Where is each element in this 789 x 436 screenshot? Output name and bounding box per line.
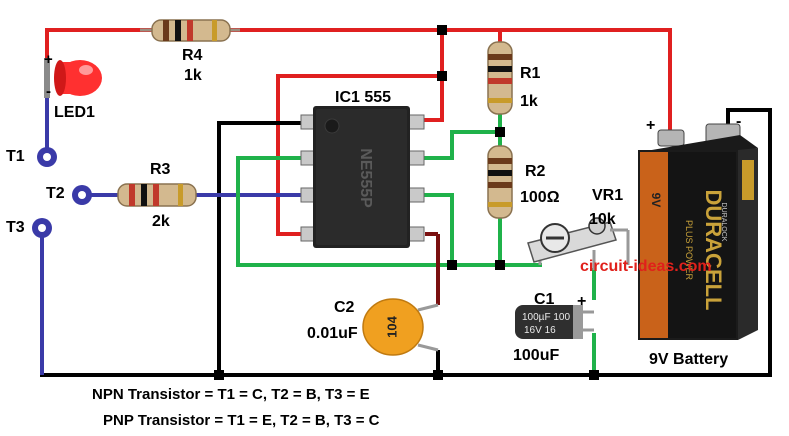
- led-plus-sign: +: [44, 51, 53, 68]
- ic-marking: NE555P: [357, 148, 374, 208]
- led-minus-sign: -: [46, 83, 51, 100]
- junction-dot: [495, 127, 505, 137]
- c1-label: C1: [534, 291, 555, 308]
- battery-plus-sign: +: [646, 117, 656, 134]
- led1: [44, 58, 102, 98]
- r1-label: R1: [520, 65, 541, 82]
- vr1-label: VR1: [592, 187, 624, 204]
- c2-value: 0.01uF: [307, 325, 358, 342]
- r3-label: R3: [150, 161, 171, 178]
- junction-dot: [495, 260, 505, 270]
- timing-wires: [236, 108, 596, 377]
- pnp-note: PNP Transistor = T1 = E, T2 = B, T3 = C: [103, 412, 380, 429]
- battery-brand: DURACELL: [701, 190, 726, 311]
- resistor-r4: [140, 19, 240, 42]
- battery-brand-small: PLUS POWER: [684, 220, 694, 281]
- r1-value: 1k: [520, 93, 538, 110]
- trimmer-vr1: [527, 217, 630, 270]
- control-voltage-wires: [425, 232, 440, 305]
- capacitor-c2: 104: [362, 298, 439, 356]
- c1-value: 100uF: [513, 347, 560, 364]
- battery-9v: DURACELL PLUS POWER DURALOCK 9V: [638, 123, 758, 340]
- c2-code: 104: [384, 315, 399, 337]
- resistor-r3: [117, 183, 197, 207]
- junction-dot: [437, 71, 447, 81]
- r3-value: 2k: [152, 213, 170, 230]
- battery-badge: DURALOCK: [720, 203, 727, 242]
- resistor-r2: [487, 145, 513, 219]
- ground-wires: [40, 108, 772, 377]
- vr1-value: 10k: [589, 211, 616, 228]
- c1-body-text-1: 100µF 100: [522, 312, 570, 323]
- led-label: LED1: [54, 104, 95, 121]
- battery-voltage-marking: 9V: [649, 193, 663, 208]
- t3-label: T3: [6, 219, 25, 236]
- ic-555: NE555P: [300, 106, 425, 248]
- t1-label: T1: [6, 148, 25, 165]
- r2-value: 100Ω: [520, 189, 560, 206]
- c2-label: C2: [334, 299, 355, 316]
- junction-dot: [447, 260, 457, 270]
- resistor-r1: [487, 41, 513, 115]
- terminals: [32, 147, 92, 238]
- watermark: circuit-ideas.com: [580, 258, 712, 275]
- terminal-wires: [40, 95, 313, 375]
- junction-dot: [433, 370, 443, 380]
- battery-label: 9V Battery: [649, 351, 729, 368]
- capacitor-c1: 100µF 100 16V 16: [515, 305, 594, 339]
- npn-note: NPN Transistor = T1 = C, T2 = B, T3 = E: [92, 386, 370, 403]
- r4-label: R4: [182, 47, 203, 64]
- c1-body-text-2: 16V 16: [524, 325, 556, 336]
- r4-value: 1k: [184, 67, 202, 84]
- junction-dot: [214, 370, 224, 380]
- junction-dot: [437, 25, 447, 35]
- r2-label: R2: [525, 163, 546, 180]
- c1-plus-sign: +: [577, 293, 587, 310]
- junction-dot: [589, 370, 599, 380]
- junctions: [214, 25, 599, 380]
- t2-label: T2: [46, 185, 65, 202]
- battery-minus-sign: -: [736, 113, 742, 130]
- ic-label: IC1 555: [335, 89, 392, 106]
